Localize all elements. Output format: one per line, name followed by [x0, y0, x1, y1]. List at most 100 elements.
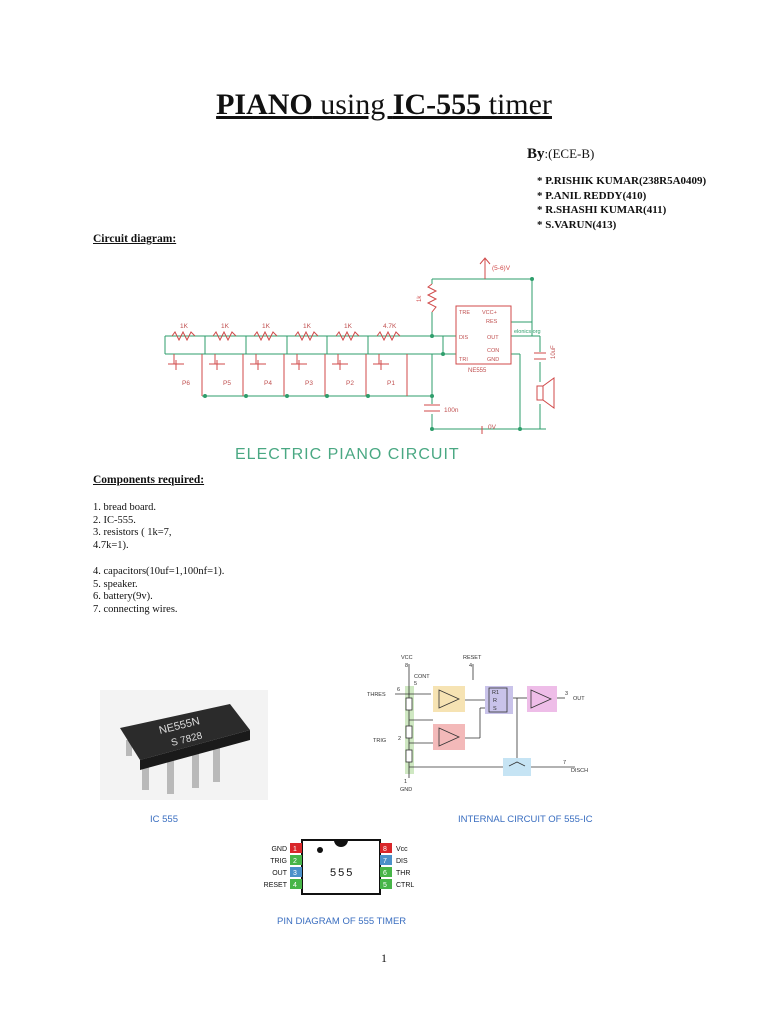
key-label: P2	[346, 380, 354, 387]
pin-caption: PIN DIAGRAM OF 555 TIMER	[277, 916, 407, 927]
top-resistor-label: 1k	[417, 295, 423, 302]
internal-circuit-diagram: VCC 8 RESET 4 CONT 5 THRES 6 TRIG 2 GND …	[367, 655, 588, 793]
supply-label: (5-6)V	[492, 265, 511, 272]
components-list: 1. bread board. 2. IC-555. 3. resistors …	[93, 502, 224, 616]
pin-label: TRI	[459, 357, 468, 363]
ic-555-photo: NE555N S 7828	[100, 690, 268, 800]
internal-caption: INTERNAL CIRCUIT OF 555-IC	[458, 814, 593, 825]
pin-label: CON	[487, 348, 499, 354]
gnd-label: GND	[400, 787, 412, 793]
trig-label: TRIG	[373, 738, 386, 744]
pin-box	[380, 855, 392, 865]
byline: By:(ECE-B)	[527, 146, 594, 163]
author-item: * R.SHASHI KUMAR(411)	[537, 204, 667, 216]
pin-box	[380, 879, 392, 889]
pin-name: DIS	[396, 858, 408, 865]
title-piano: PIANO	[216, 88, 313, 121]
pin-name: Vcc	[396, 846, 408, 853]
list-item: 4. capacitors(10uf=1,100nf=1).	[93, 566, 225, 577]
resistor-label: 1K	[221, 323, 230, 330]
cont-label: CONT	[414, 674, 430, 680]
key-label: P4	[264, 380, 272, 387]
pin-box	[290, 843, 302, 853]
pin-box	[290, 855, 302, 865]
pin-number: 6	[397, 687, 400, 693]
key-label: P5	[223, 380, 231, 387]
resistor-label: 1K	[303, 323, 312, 330]
pin-number: 8	[405, 663, 408, 669]
pin-number: 4	[293, 882, 297, 889]
pin-label: OUT	[487, 335, 499, 341]
out-label: OUT	[573, 696, 585, 702]
pin-name: GND	[271, 846, 287, 853]
pin-name: RESET	[264, 882, 288, 889]
pin-number: 4	[469, 663, 472, 669]
resistor-label: 1K	[180, 323, 189, 330]
pin-name: OUT	[272, 870, 288, 877]
list-item: 4.7k=1).	[93, 539, 129, 551]
key-label: P1	[387, 380, 395, 387]
byline-label: By	[527, 146, 545, 162]
pin-name: CTRL	[396, 882, 414, 889]
pin-label: DIS	[459, 335, 469, 341]
disch-label: DISCH	[571, 768, 588, 774]
pin-number: 5	[383, 882, 387, 889]
resistor-label: 1K	[344, 323, 353, 330]
site-label: elonics.org	[514, 329, 541, 335]
author-list: * P.RISHIK KUMAR(238R5A0409) * P.ANIL RE…	[537, 174, 706, 232]
list-item: 1. bread board.	[93, 502, 156, 513]
output-cap-label: 10uF	[551, 345, 557, 359]
pin-label: TRE	[459, 310, 470, 316]
ground-label: 0V	[488, 424, 497, 431]
ic-caption: IC 555	[150, 814, 178, 825]
resistor-label: 1K	[262, 323, 271, 330]
author-item: * P.RISHIK KUMAR(238R5A0409)	[537, 175, 707, 187]
circuit-caption: ELECTRIC PIANO CIRCUIT	[235, 446, 460, 463]
pin-number: 2	[293, 858, 297, 865]
vcc-label: VCC	[401, 655, 413, 661]
pin-box	[380, 843, 392, 853]
pin-number: 3	[565, 691, 568, 697]
page-title: PIANO using IC-555 timer	[0, 88, 768, 122]
piano-circuit-diagram: (5-6)V 1k 1K 1K 1K 1K 1K 4.7K P6 P5 P4 P…	[164, 257, 557, 463]
pin-number: 5	[414, 681, 417, 687]
list-item: 5. speaker.	[93, 578, 138, 590]
pin-label: RES	[486, 319, 498, 325]
pin-number: 7	[563, 760, 566, 766]
list-item: 6. battery(9v).	[93, 591, 153, 602]
key-label: P6	[182, 380, 190, 387]
pin-number: 8	[383, 846, 387, 853]
pin-box	[290, 867, 302, 877]
list-item: 3. resistors ( 1k=7,	[93, 527, 172, 538]
thres-label: THRES	[367, 692, 386, 698]
page-number: 1	[381, 951, 387, 965]
pin-number: 7	[383, 858, 387, 865]
title-ic555: IC-555	[392, 88, 482, 121]
author-item: * S.VARUN(413)	[537, 218, 617, 231]
ff-label: S	[493, 706, 497, 712]
author-item: * P.ANIL REDDY(410)	[537, 189, 647, 202]
pin-number: 1	[293, 846, 297, 853]
components-heading: Components required:	[93, 474, 205, 486]
chip-label: NE555	[468, 368, 487, 374]
title-timer: timer	[481, 88, 552, 121]
pin-box	[380, 867, 392, 877]
circuit-heading: Circuit diagram:	[93, 233, 177, 245]
reset-label: RESET	[463, 655, 482, 661]
resistor-label: 4.7K	[383, 323, 397, 330]
pin-box	[290, 879, 302, 889]
list-item: 2. IC-555.	[93, 514, 136, 526]
pin-name: TRIG	[270, 858, 287, 865]
pin-number: 6	[383, 870, 387, 877]
pin-number: 2	[398, 736, 401, 742]
speaker-icon	[536, 377, 555, 409]
ff-label: R1	[492, 690, 499, 696]
pinout-chip-label: 555	[330, 867, 354, 879]
ff-label: R	[493, 698, 497, 704]
pin-name: THR	[396, 870, 410, 877]
timing-cap-label: 100n	[444, 407, 459, 414]
pin-number: 1	[404, 779, 407, 785]
title-using: using	[312, 88, 393, 121]
pin-label: GND	[487, 357, 499, 363]
